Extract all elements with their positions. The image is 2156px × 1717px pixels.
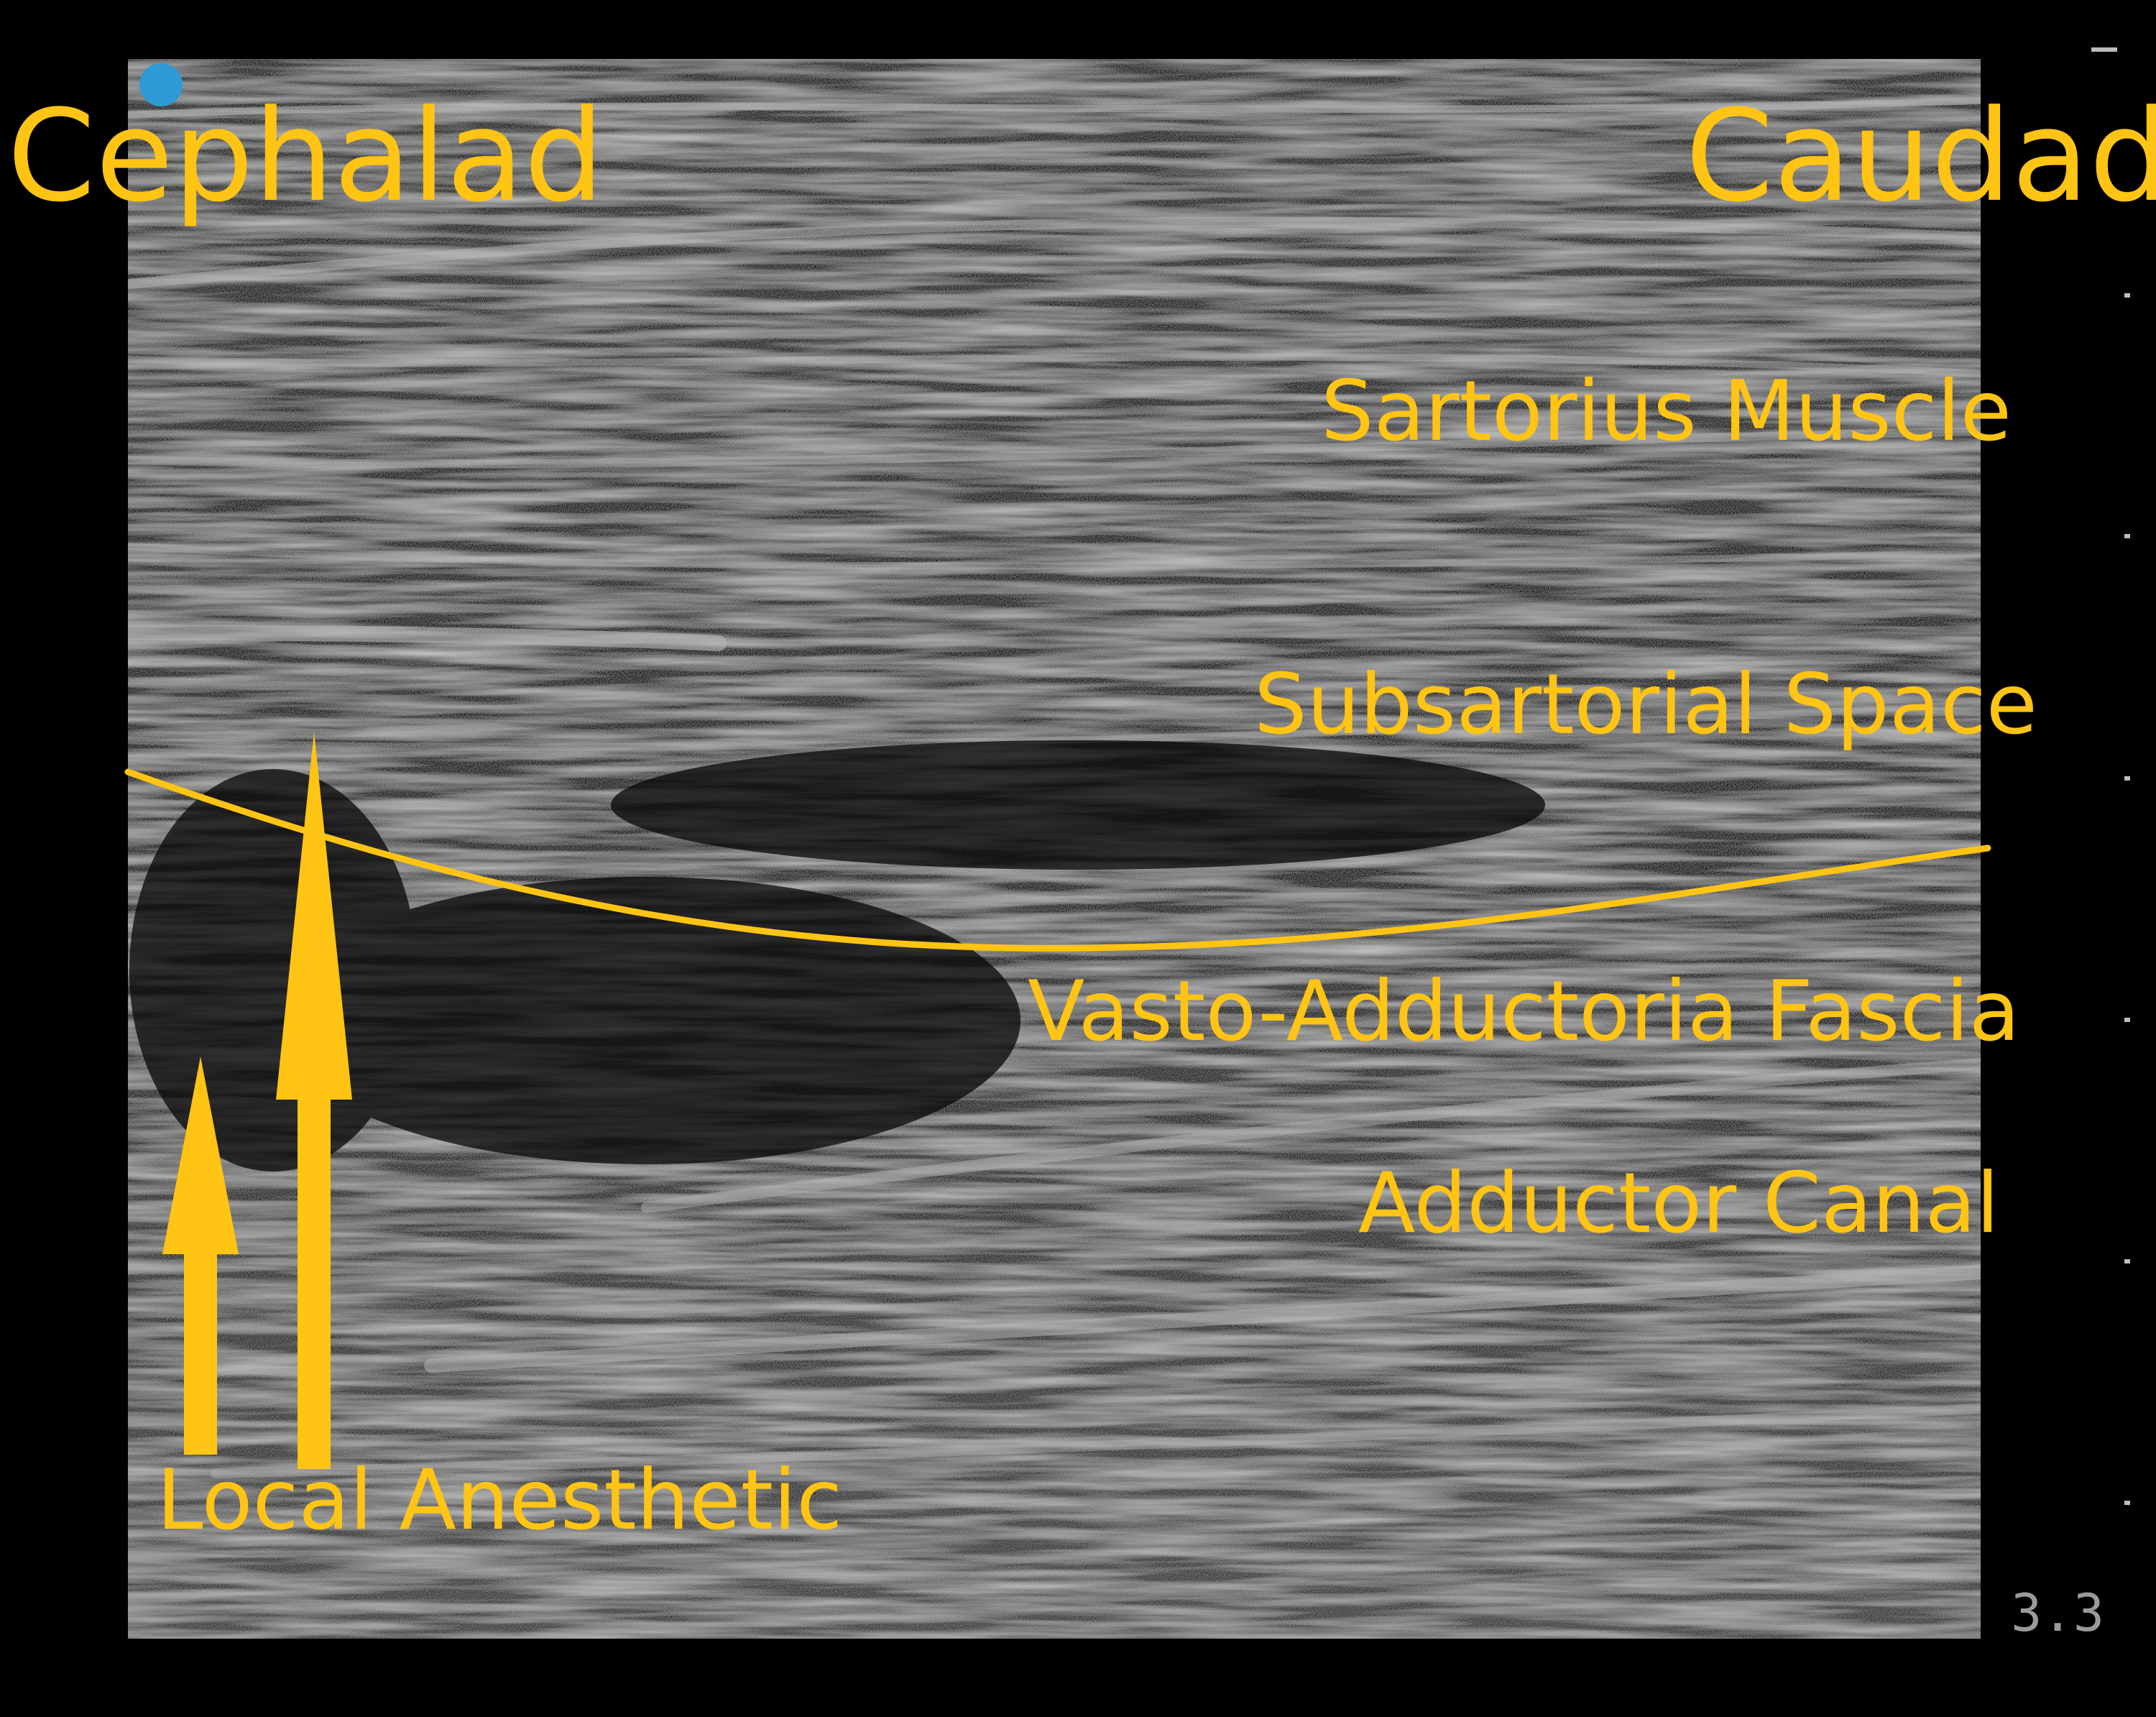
up-arrow-icon [162,1057,239,1455]
ultrasound-image [128,59,1981,1639]
up-arrow-icon [276,732,352,1469]
orientation-dot-icon [139,63,183,106]
fascia-line [124,768,1991,952]
tissue-layers [128,97,1981,1478]
subsartorial-space-label: Subsartorial Space [1254,656,2038,753]
local-anesthetic-label: Local Anesthetic [157,1452,843,1549]
caudad-label: Caudad [1685,83,2156,230]
adductor-canal-label: Adductor Canal [1358,1155,1999,1252]
vasto-adductoria-fascia-label: Vasto-Adductoria Fascia [1028,963,2020,1060]
cephalad-label: Cephalad [7,83,604,230]
depth-readout: 3.3 [2011,1583,2105,1643]
sartorius-muscle-label: Sartorius Muscle [1321,363,2012,460]
depth-scale [2091,47,2130,1505]
